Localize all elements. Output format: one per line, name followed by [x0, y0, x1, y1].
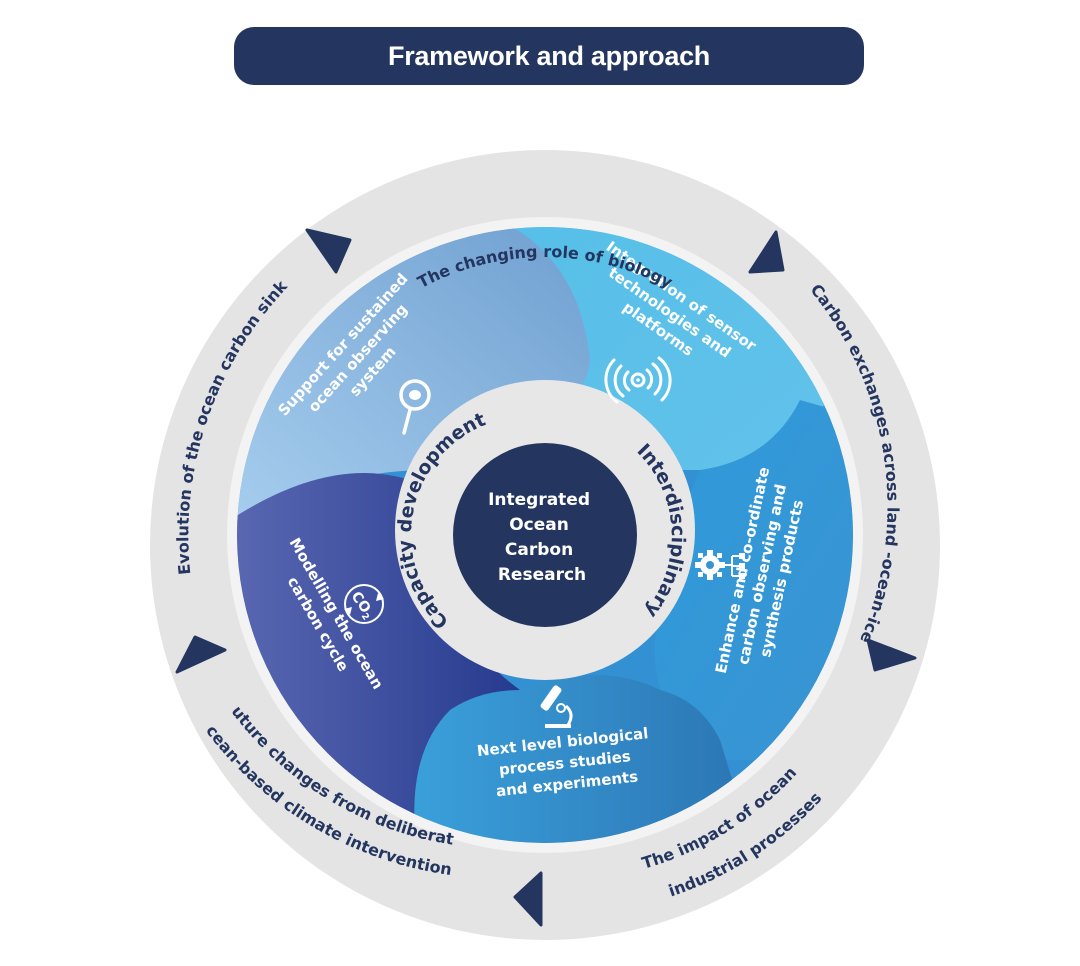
cycle-arrow-top-right: [748, 230, 785, 274]
signal-broadcast-icon: [604, 356, 672, 404]
cycle-arrow-left: [175, 635, 227, 674]
lobe-synthesis: [654, 400, 853, 760]
page-title: Framework and approach: [388, 40, 710, 71]
magnifier-eye-icon: [399, 379, 431, 435]
gear-network-icon: [695, 550, 745, 580]
microscope-icon: [540, 685, 573, 728]
cycle-arrow-bottom: [513, 871, 543, 927]
cycle-arrow-right: [866, 638, 917, 672]
core-label: Integrated Ocean Carbon Research: [488, 490, 596, 585]
cycle-arrow-top-left: [305, 228, 352, 274]
title-banner: Framework and approach: [234, 27, 864, 85]
core-circle: [453, 443, 637, 627]
